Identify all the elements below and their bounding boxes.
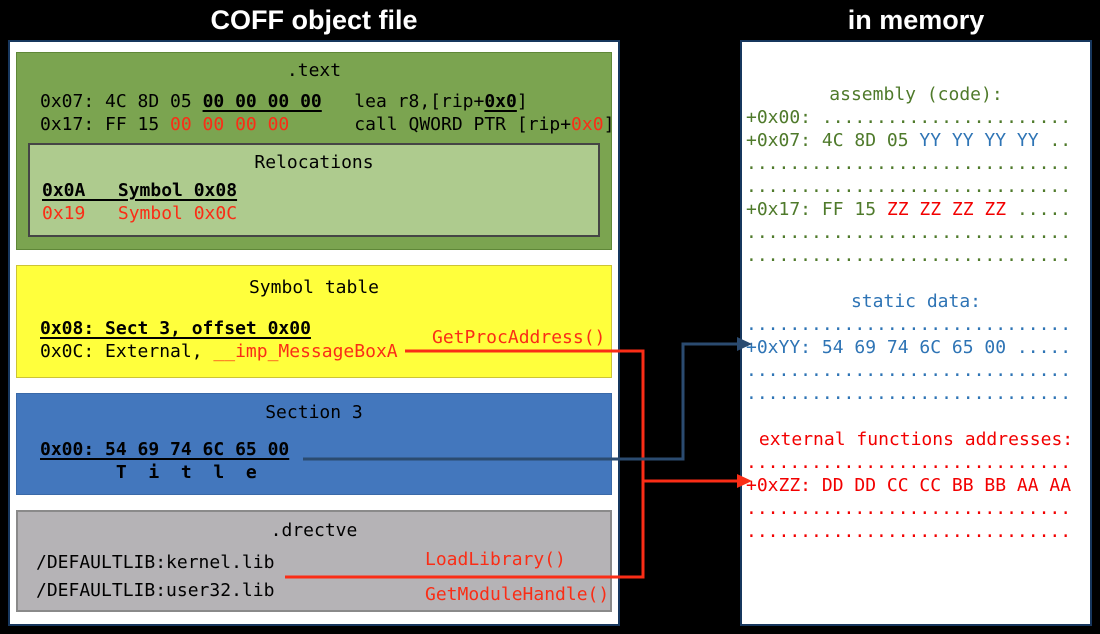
memory-segment: YY YY YY YY [919,130,1039,151]
memory-segment: .............................. [746,314,1072,335]
memory-line: .............................. [746,152,1086,175]
memory-segment: .............................. [746,245,1072,266]
getmodulehandle-label: GetModuleHandle() [425,584,610,605]
drectve-title: .drectve [270,520,358,541]
drectve-row-1: /DEFAULTLIB:kernel.lib [36,552,274,573]
loadlibrary-label: LoadLibrary() [425,549,566,570]
code-segment: ] [516,91,528,112]
symbol-row-1: 0x08: Sect 3, offset 0x00 [40,318,311,339]
text-hex-line-2: 0x17: FF 15 00 00 00 00 call QWORD PTR [… [40,114,614,135]
memory-line: .............................. [746,451,1086,474]
memory-segment: ZZ ZZ ZZ ZZ [886,199,1007,220]
memory-line [746,405,1086,428]
code-segment: /DEFAULTLIB:kernel.lib [36,552,275,573]
memory-line: .............................. [746,221,1086,244]
memory-line: .............................. [746,175,1086,198]
memory-line: assembly (code): [746,83,1086,106]
memory-line: .............................. [746,244,1086,267]
relocations-box [28,143,600,237]
memory-segment: +0x00: ....................... [746,107,1072,128]
memory-line: external functions addresses: [746,428,1086,451]
memory-line: .............................. [746,497,1086,520]
memory-segment: .............................. [746,521,1072,542]
section3-title: Section 3 [265,402,363,423]
code-segment [289,114,354,135]
memory-segment: ..... [1006,199,1072,220]
memory-line: .............................. [746,520,1086,543]
memory-line [746,267,1086,290]
code-segment: 0x0C: External, [40,341,214,362]
memory-segment: +0xZZ: DD DD CC CC BB BB AA AA [746,475,1072,496]
section3-ascii-row: T i t l e [40,462,257,483]
code-segment: ] [603,114,615,135]
memory-line: +0x07: 4C 8D 05 YY YY YY YY .. [746,129,1086,152]
memory-line: .............................. [746,382,1086,405]
memory-line: +0x00: ....................... [746,106,1086,129]
memory-line: +0xZZ: DD DD CC CC BB BB AA AA [746,474,1086,497]
memory-segment: .............................. [746,222,1072,243]
memory-segment: assembly (code): [829,84,1003,105]
in-memory-title: in memory [847,5,985,35]
text-section-title: .text [286,60,342,81]
memory-dump: assembly (code):+0x00: .................… [746,83,1086,543]
code-segment: lea r8,[rip+ [354,91,485,112]
code-segment: 0x17: FF 15 [40,114,171,135]
memory-line: .............................. [746,313,1086,336]
coff-file-title: COFF object file [210,5,418,35]
memory-line: +0x17: FF 15 ZZ ZZ ZZ ZZ ..... [746,198,1086,221]
code-segment: 00 00 00 00 [170,114,290,135]
memory-segment: .............................. [746,383,1072,404]
code-segment: 0x0 [484,91,517,112]
memory-segment: .............................. [746,176,1072,197]
code-segment: 0x08: Sect 3, offset 0x00 [40,318,311,339]
memory-segment: +0x17: FF 15 [746,199,887,220]
code-segment: call QWORD PTR [rip+ [354,114,572,135]
relocations-title: Relocations [254,152,374,173]
code-segment: T i t l e [40,462,257,483]
memory-panel [740,40,1092,626]
code-segment: 0x19 Symbol 0x0C [42,203,238,224]
memory-segment: .............................. [746,153,1072,174]
section3-hex-row: 0x00: 54 69 74 6C 65 00 [40,439,289,460]
memory-segment: external functions addresses: [758,429,1074,450]
symbol-row-2: 0x0C: External, __imp_MessageBoxA [40,341,398,362]
code-segment [322,91,355,112]
code-segment: 0x0 [571,114,604,135]
memory-segment: .............................. [746,452,1072,473]
relocation-row-2: 0x19 Symbol 0x0C [42,203,237,224]
code-segment: 00 00 00 00 [202,91,322,112]
code-segment: 0x07: 4C 8D 05 [40,91,203,112]
memory-segment: .............................. [746,360,1072,381]
code-segment: 0x0A Symbol 0x08 [42,180,238,201]
memory-segment: static data: [850,291,982,312]
memory-segment: +0xYY: 54 69 74 6C 65 00 ..... [746,337,1072,358]
memory-line: static data: [746,290,1086,313]
memory-segment: .. [1038,130,1072,151]
memory-line: .............................. [746,359,1086,382]
memory-segment: .............................. [746,498,1072,519]
memory-line: +0xYY: 54 69 74 6C 65 00 ..... [746,336,1086,359]
symbol-table-title: Symbol table [248,277,380,298]
getprocaddress-label: GetProcAddress() [432,327,606,348]
code-segment: 0x00: 54 69 74 6C 65 00 [40,439,290,460]
drectve-row-2: /DEFAULTLIB:user32.lib [36,580,274,601]
memory-segment: +0x07: 4C 8D 05 [746,130,920,151]
text-hex-line-1: 0x07: 4C 8D 05 00 00 00 00 lea r8,[rip+0… [40,91,528,112]
code-segment: __imp_MessageBoxA [213,341,398,362]
code-segment: /DEFAULTLIB:user32.lib [36,580,275,601]
relocation-row-1: 0x0A Symbol 0x08 [42,180,237,201]
